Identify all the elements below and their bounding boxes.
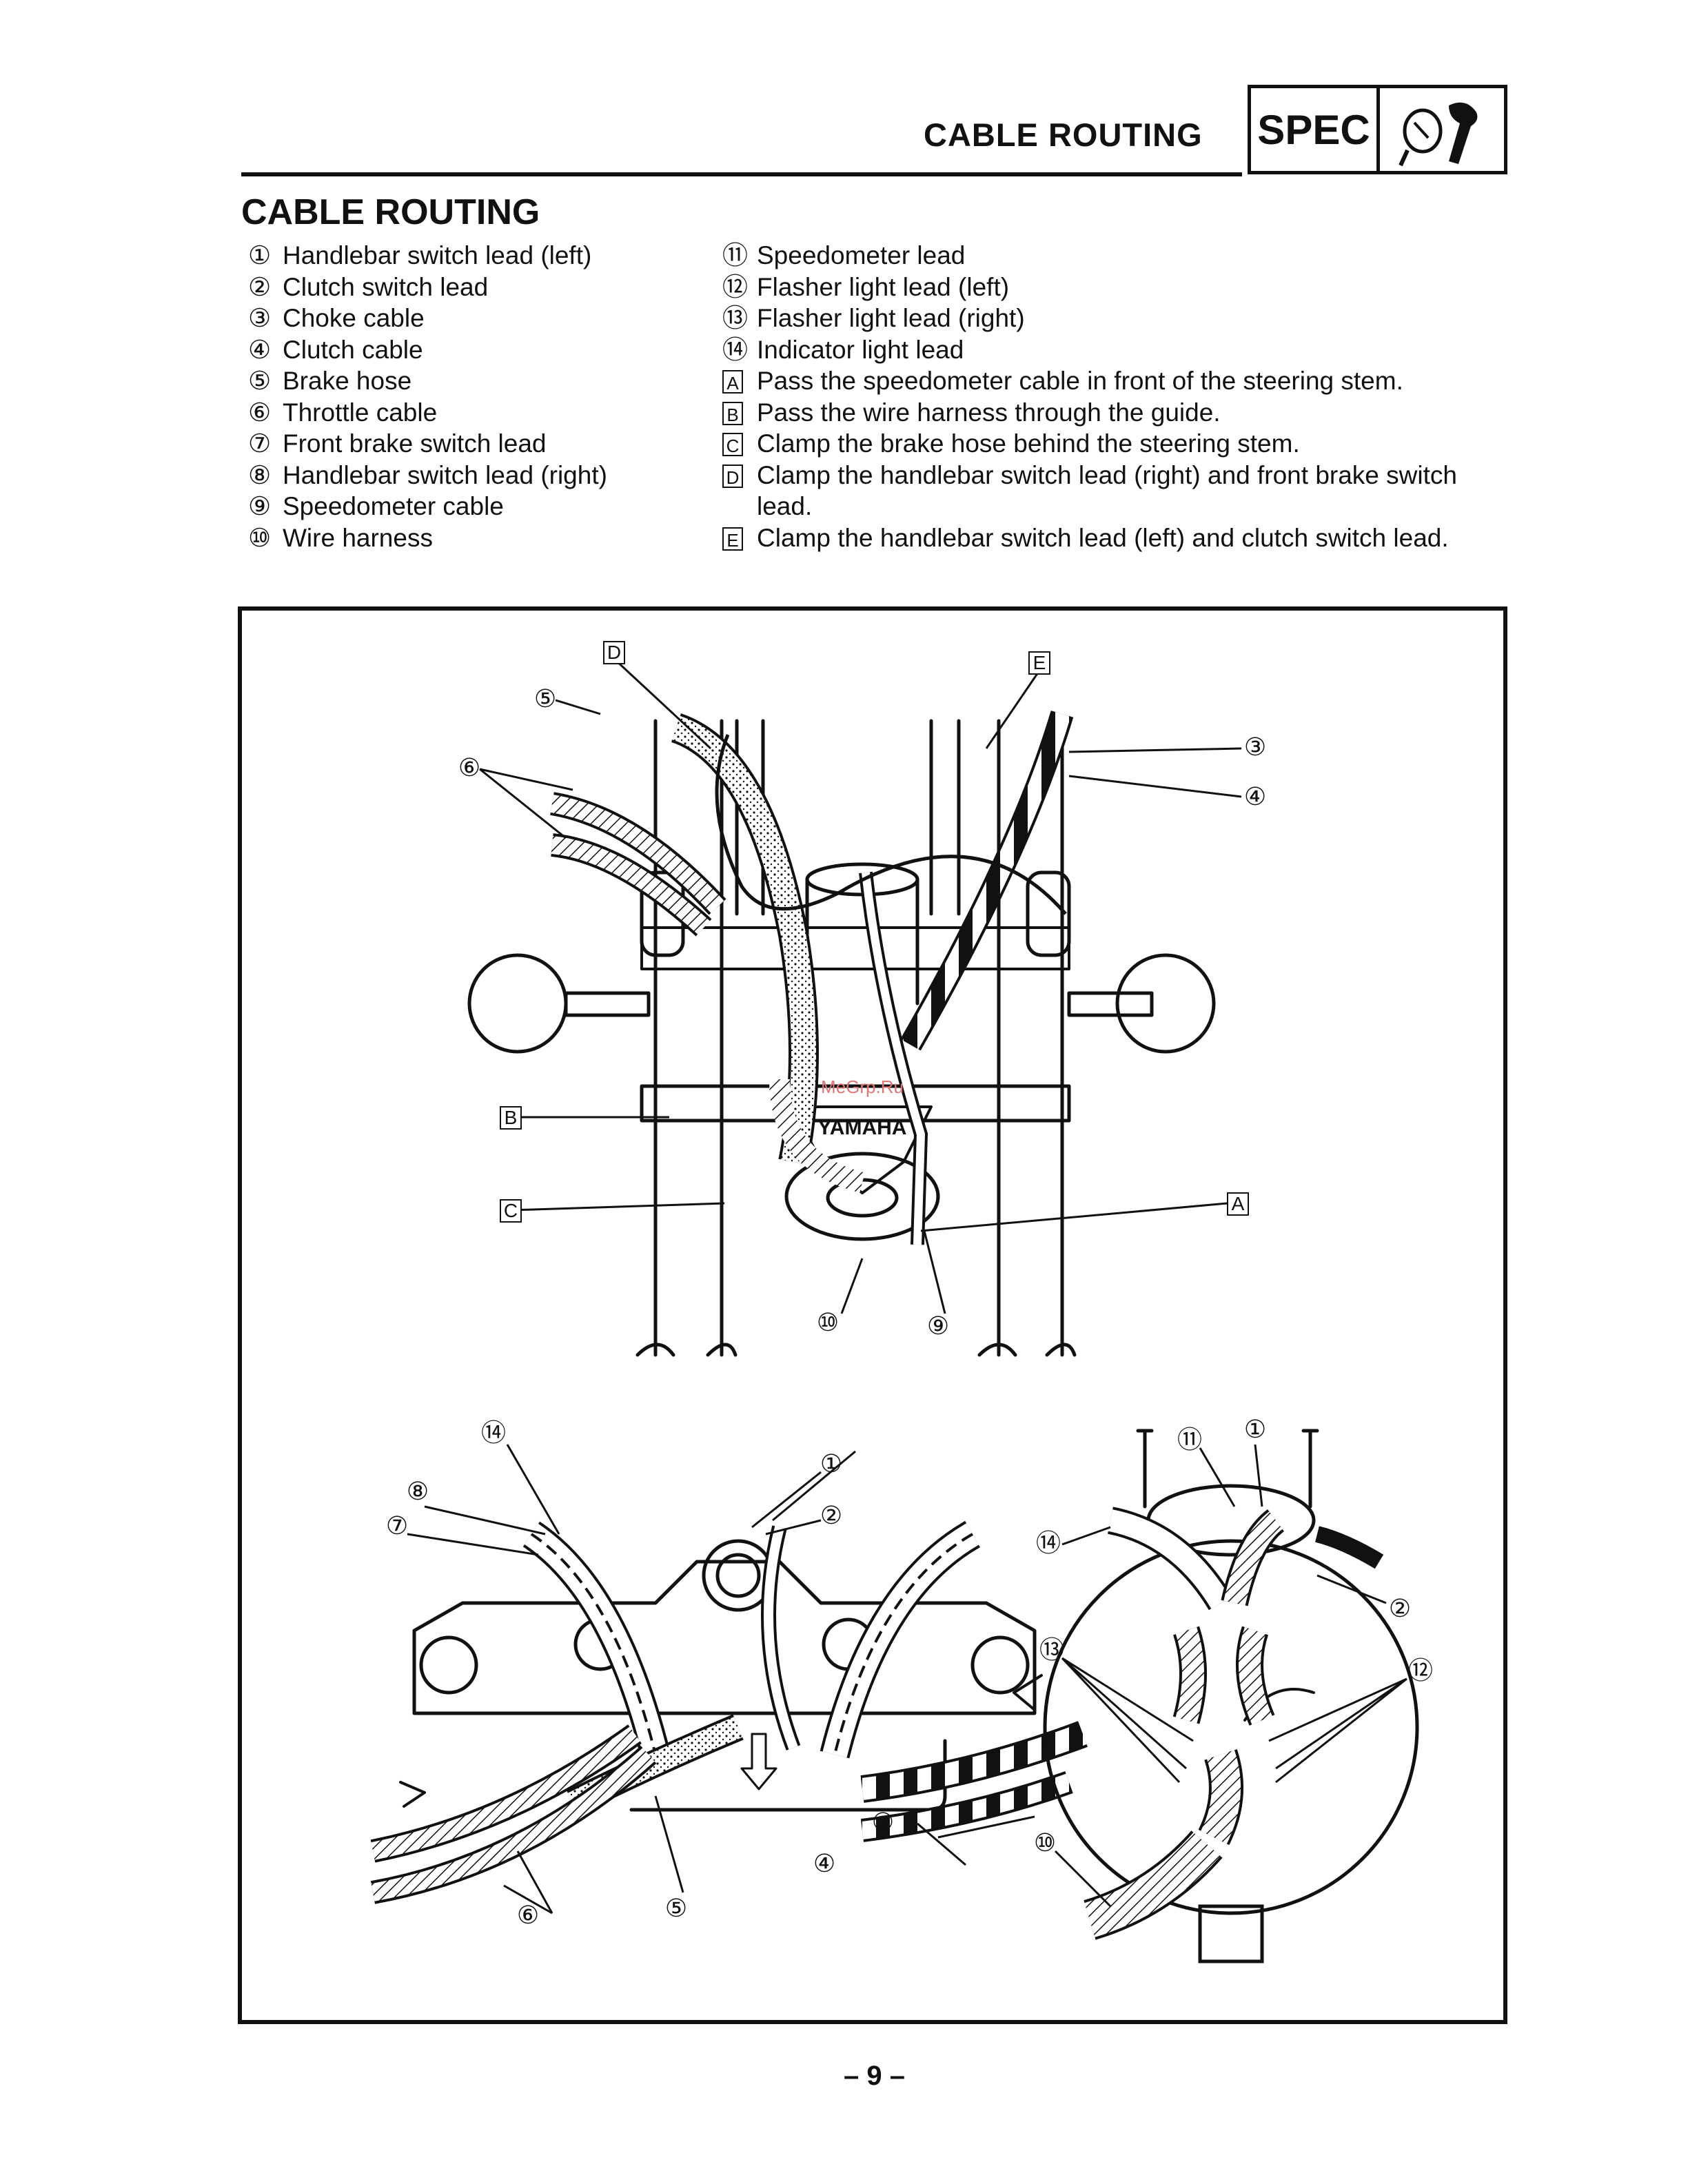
legend-text: Brake hose [283, 367, 412, 395]
brand-label: YAMAHA [818, 1116, 907, 1139]
legend-text: Speedometer cable [283, 492, 504, 520]
spec-tab: SPEC [1248, 85, 1380, 174]
legend-item: ⑩ Wire harness [248, 522, 689, 554]
legend-number: ⑨ [248, 492, 272, 520]
legend-number: ① [248, 241, 272, 269]
note-item: B Pass the wire harness through the guide… [722, 397, 1487, 429]
callout-8: ⑧ [407, 1477, 429, 1505]
legend-item: ⑤ Brake hose [248, 365, 689, 397]
callout-4: ④ [1244, 782, 1266, 810]
callout-14: ⑭ [481, 1418, 506, 1447]
legend-number: ⑥ [248, 398, 272, 427]
legend-text: Clutch switch lead [283, 272, 489, 301]
legend-text: Front brake switch lead [283, 429, 547, 458]
header-title: CABLE ROUTING [924, 116, 1203, 153]
callout-3: ③ [1244, 733, 1266, 761]
legend-item: ② Clutch switch lead [248, 272, 689, 303]
legend-item: ⑫ Flasher light lead (left) [722, 272, 1487, 303]
legend-number: ⑭ [722, 335, 748, 364]
note-letter: D [722, 464, 743, 488]
note-item: C Clamp the brake hose behind the steerin… [722, 428, 1487, 460]
callout-1-c: ① [1244, 1415, 1266, 1443]
callout-13: ⑬ [1039, 1635, 1064, 1664]
legend-item: ⑨ Speedometer cable [248, 491, 689, 522]
callout-C: C [504, 1200, 518, 1221]
callout-14-b: ⑭ [1036, 1529, 1061, 1557]
note-text: Clamp the handlebar switch lead (right) … [757, 460, 1457, 521]
legend-number: ② [248, 272, 272, 301]
callout-10: ⑩ [817, 1308, 839, 1336]
legend-text: Speedometer lead [757, 241, 966, 269]
callout-D: D [607, 642, 621, 663]
callout-11: ⑪ [1177, 1425, 1202, 1453]
legend-left: ① Handlebar switch lead (left) ② Clutch sw… [248, 240, 689, 553]
note-text: Pass the speedometer cable in front of t… [757, 367, 1403, 395]
section-title: CABLE ROUTING [241, 192, 540, 232]
legend-number: ⑧ [248, 460, 272, 489]
note-item: A Pass the speedometer cable in front of … [722, 365, 1487, 397]
legend-number: ④ [248, 335, 272, 364]
legend-number: ⑪ [722, 241, 748, 269]
page-number: – 9 – [844, 2061, 905, 2091]
callout-A: A [1232, 1193, 1245, 1214]
callout-6: ⑥ [458, 753, 480, 782]
callout-2: ② [820, 1501, 842, 1529]
legend-text: Handlebar switch lead (left) [283, 241, 592, 269]
legend-item: ⑥ Throttle cable [248, 397, 689, 429]
callout-2-c: ② [1389, 1594, 1411, 1622]
legend-item: ⑪ Speedometer lead [722, 240, 1487, 272]
callout-B: B [505, 1107, 518, 1128]
callout-7: ⑦ [386, 1511, 408, 1540]
note-letter: A [722, 370, 743, 394]
note-item: E Clamp the handlebar switch lead (left) … [722, 522, 1487, 554]
legend-text: Throttle cable [283, 398, 438, 427]
note-letter: B [722, 401, 743, 425]
callout-4-b: ④ [813, 1849, 835, 1877]
callout-5-b: ⑤ [665, 1894, 687, 1922]
legend-item: ① Handlebar switch lead (left) [248, 240, 689, 272]
watermark: MeGrp.Ru [821, 1076, 904, 1097]
callout-9: ⑨ [927, 1312, 949, 1340]
legend-text: Handlebar switch lead (right) [283, 460, 607, 489]
legend-text: Indicator light lead [757, 335, 964, 364]
legend-text: Wire harness [283, 523, 433, 552]
note-item: D Clamp the handlebar switch lead (right)… [722, 460, 1487, 522]
wrench-gauge-icon [1376, 85, 1507, 174]
callout-6-b: ⑥ [517, 1901, 539, 1929]
callout-E: E [1033, 652, 1046, 673]
legend-number: ⑫ [722, 272, 748, 301]
legend-number: ⑤ [248, 367, 272, 395]
legend-text: Clutch cable [283, 335, 423, 364]
note-text: Pass the wire harness through the guide. [757, 398, 1221, 427]
legend-item: ⑬ Flasher light lead (right) [722, 303, 1487, 334]
header-rule [241, 172, 1242, 176]
legend-item: ⑧ Handlebar switch lead (right) [248, 460, 689, 491]
note-text: Clamp the handlebar switch lead (left) a… [757, 523, 1449, 552]
legend-text: Choke cable [283, 304, 425, 332]
note-text: Clamp the brake hose behind the steering… [757, 429, 1300, 458]
legend-number: ⑦ [248, 429, 272, 458]
legend-number: ③ [248, 304, 272, 332]
legend-item: ③ Choke cable [248, 303, 689, 334]
callout-3-b: ③ [872, 1808, 894, 1836]
legend-text: Flasher light lead (left) [757, 272, 1010, 301]
legend-number: ⑩ [248, 523, 272, 552]
callout-5: ⑤ [534, 684, 556, 713]
callout-10-b: ⑩ [1034, 1828, 1056, 1857]
cable-routing-figure: YAMAHA MeGrp.Ru D E B C A [238, 606, 1507, 2024]
note-letter: C [722, 433, 743, 456]
legend-item: ④ Clutch cable [248, 334, 689, 366]
legend-item: ⑦ Front brake switch lead [248, 428, 689, 460]
legend-text: Flasher light lead (right) [757, 304, 1025, 332]
callout-12: ⑫ [1408, 1656, 1433, 1684]
legend-right: ⑪ Speedometer lead ⑫ Flasher light lead (l… [722, 240, 1487, 553]
note-letter: E [722, 527, 743, 551]
callout-1: ① [820, 1449, 842, 1478]
legend-item: ⑭ Indicator light lead [722, 334, 1487, 366]
legend-number: ⑬ [722, 304, 748, 332]
